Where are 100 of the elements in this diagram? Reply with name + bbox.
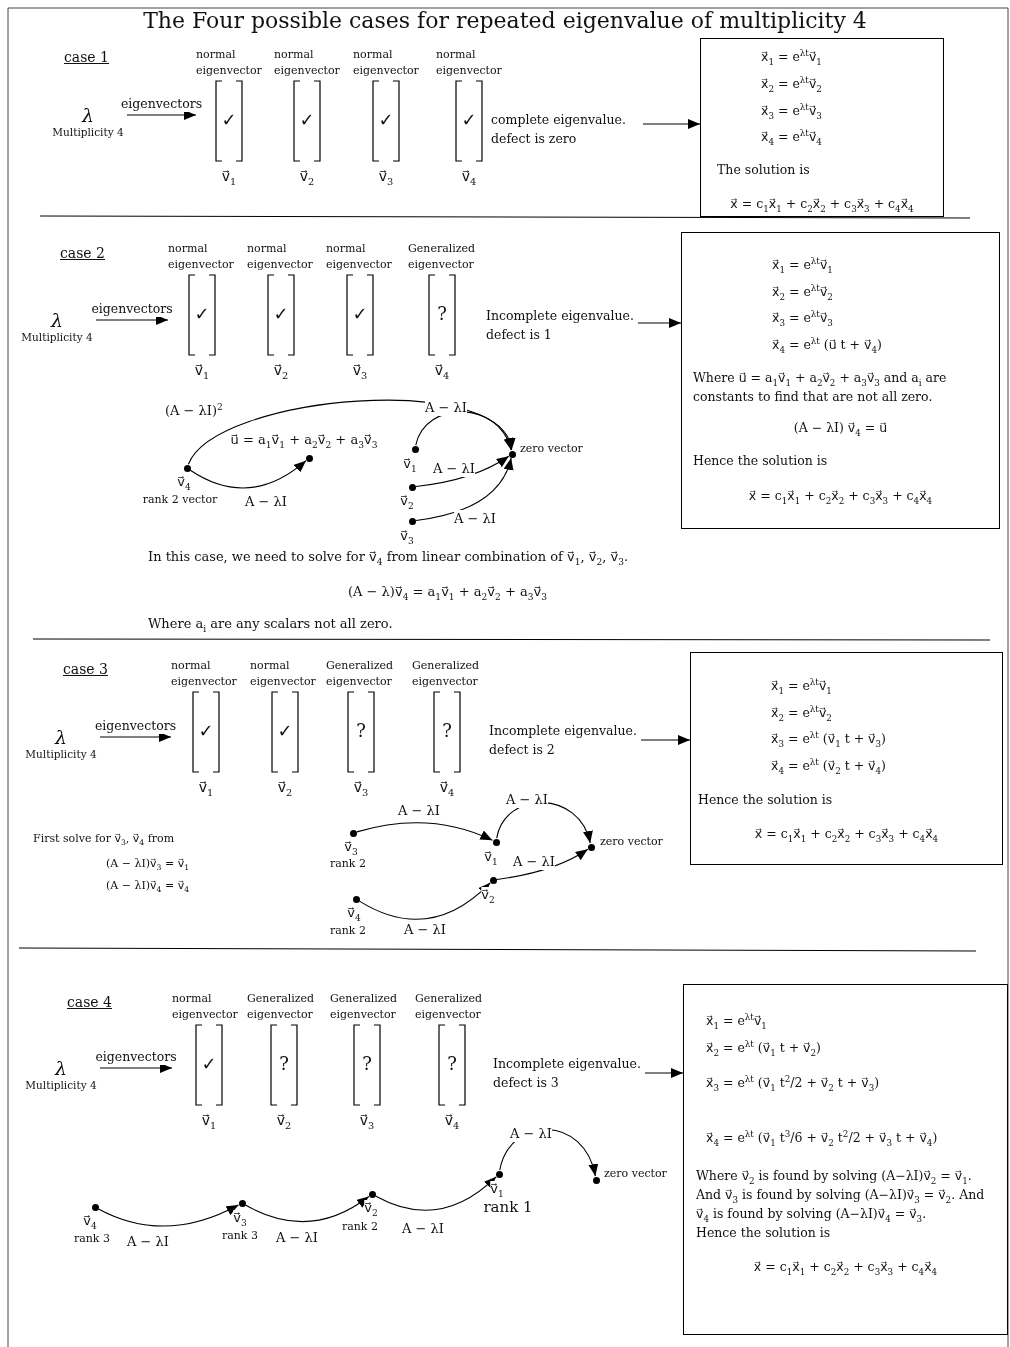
equation: x⃗$_{4}$ = e$^{λt}$ (u⃗ t + v⃗$_{4}$) (772, 335, 882, 355)
entry-symbol: ✓ (194, 303, 210, 325)
column-heading: normal eigenvector (326, 241, 393, 273)
column-heading: normal eigenvector (353, 47, 420, 79)
vector-label: v⃗$_{1}$ (198, 779, 214, 796)
vector-label: v⃗$_{2}$ (277, 779, 293, 796)
equation: x⃗$_{1}$ = e$^{λt}$v⃗$_{1}$ (772, 255, 833, 275)
vector-label: v⃗$_{2}$ (299, 168, 315, 185)
column-heading: Generalized eigenvector (408, 241, 477, 273)
equation: x⃗ = c$_{1}$x⃗$_{1}$ + c$_{2}$x⃗$_{2}$ + c$_{3}$x⃗$_{3}$ + c$_{4}$x⃗$_{4}$ (730, 195, 914, 214)
arrow (374, 1176, 497, 1211)
case-heading: case 4 (67, 993, 112, 1011)
vector-label: v⃗$_{2}$ (273, 362, 289, 379)
equation: x⃗$_{2}$ = e$^{λt}$v⃗$_{2}$ (772, 282, 833, 302)
edge-label: (A − λI)$^{2}$ (165, 402, 223, 419)
entry-symbol: ? (279, 1053, 289, 1075)
diagram-title: The Four possible cases for repeated eigenvalue of multiplicity 4 (143, 8, 867, 34)
point-dot (352, 895, 360, 903)
equation: x⃗$_{2}$ = e$^{λt}$ (v⃗$_{1}$ t + v⃗$_{2}$) (706, 1038, 821, 1058)
multiplicity-label: Multiplicity 4 (21, 330, 93, 344)
entry-symbol: ? (356, 720, 366, 742)
point-dot (183, 464, 191, 472)
edge-label: A − λI (506, 791, 548, 808)
body-text: The solution is (717, 161, 810, 179)
point-dot (368, 1190, 376, 1198)
edge-label: A − λI (425, 399, 467, 416)
point-dot (349, 829, 357, 837)
point-dot (411, 445, 419, 453)
column-heading: Generalized eigenvector (330, 991, 399, 1023)
point-label: v⃗$_{2}$ (400, 493, 414, 510)
point-label: v⃗$_{4}$ (347, 905, 361, 922)
vector-label: v⃗$_{3}$ (353, 779, 369, 796)
vector-label: v⃗$_{1}$ (201, 1112, 217, 1129)
column-heading: normal eigenvector (274, 47, 341, 79)
solution-box (681, 232, 1000, 529)
note-text: (A − λ)v⃗$_{4}$ = a$_{1}$v⃗$_{1}$ + a$_{2}$v⃗$_{2}$ + a$_{3}$v⃗$_{3}$ (348, 583, 548, 600)
status-text: Incomplete eigenvalue. defect is 2 (489, 721, 641, 759)
entry-symbol: ? (442, 720, 452, 742)
point-dot (587, 843, 595, 851)
equation: x⃗$_{4}$ = e$^{λt}$ (v⃗$_{2}$ t + v⃗$_{4}$) (771, 756, 886, 776)
arrow (189, 460, 307, 489)
arrow (187, 399, 513, 465)
point-label: v⃗$_{2}$ (364, 1200, 378, 1217)
case-heading: case 2 (60, 244, 105, 262)
solution-box (683, 984, 1008, 1335)
vector-label: v⃗$_{4}$ (439, 779, 455, 796)
equation: x⃗$_{4}$ = e$^{λt}$v⃗$_{4}$ (761, 127, 822, 147)
multiplicity-label: Multiplicity 4 (25, 747, 97, 761)
point-label: v⃗$_{1}$ (403, 456, 417, 473)
body-text: Where u⃗ = a$_{1}$v⃗$_{1}$ + a$_{2}$v⃗$_{2}$ + a$_{3}$v⃗$_{3}$ and a$_{i}$ are constants to find that are not all zero. (693, 369, 948, 406)
point-dot (408, 517, 416, 525)
point-dot (508, 450, 516, 458)
point-label: v⃗$_{3}$ (233, 1210, 247, 1227)
entry-symbol: ✓ (273, 303, 289, 325)
point-label: u⃗ = a$_{1}$v⃗$_{1}$ + a$_{2}$v⃗$_{2}$ + a$_{3}$v⃗$_{3}$ (230, 432, 378, 449)
solution-box (690, 652, 1003, 865)
arrow (358, 882, 491, 920)
status-text: complete eigenvalue. defect is zero (491, 110, 643, 148)
point-dot (592, 1176, 600, 1184)
point-dot (305, 454, 313, 462)
edge-label: eigenvectors (120, 95, 203, 112)
arrow (415, 455, 510, 488)
vector-label: v⃗$_{4}$ (444, 1112, 460, 1129)
entry-symbol: ? (447, 1053, 457, 1075)
equation: x⃗ = c$_{1}$x⃗$_{1}$ + c$_{2}$x⃗$_{2}$ + c$_{3}$x⃗$_{3}$ + c$_{4}$x⃗$_{4}$ (753, 1258, 938, 1277)
equation: x⃗$_{3}$ = e$^{λt}$v⃗$_{3}$ (772, 308, 833, 328)
point-dot (495, 1170, 503, 1178)
vector-label: v⃗$_{4}$ (434, 362, 450, 379)
vector-label: v⃗$_{3}$ (359, 1112, 375, 1129)
column-heading: Generalized eigenvector (412, 658, 481, 690)
arrow (415, 457, 513, 522)
case-heading: case 1 (64, 48, 109, 66)
vector-label: v⃗$_{2}$ (276, 1112, 292, 1129)
entry-symbol: ✓ (198, 720, 214, 742)
body-text: Hence the solution is (693, 452, 828, 470)
point-label: v⃗$_{3}$ (400, 528, 414, 545)
eigenvalue-symbol: λ (50, 310, 63, 330)
point-label: v⃗$_{4}$ (83, 1213, 97, 1230)
column-heading: normal eigenvector (168, 241, 235, 273)
equation: x⃗$_{2}$ = e$^{λt}$v⃗$_{2}$ (761, 74, 822, 94)
solution-box (700, 38, 944, 217)
column-heading: normal eigenvector (172, 991, 239, 1023)
point-label: v⃗$_{4}$ (177, 474, 191, 491)
point-dot (492, 838, 500, 846)
arrow (356, 822, 493, 841)
column-heading: normal eigenvector (247, 241, 314, 273)
entry-symbol: ✓ (378, 109, 394, 131)
body-text: Hence the solution is (698, 791, 833, 809)
vector-label: v⃗$_{1}$ (194, 362, 210, 379)
point-label: v⃗$_{2}$ (481, 887, 495, 904)
column-heading: normal eigenvector (171, 658, 238, 690)
column-heading: normal eigenvector (250, 658, 317, 690)
equation: x⃗$_{3}$ = e$^{λt}$ (v⃗$_{1}$ t$^{2}$/2 + v⃗$_{2}$ t + v⃗$_{3}$) (706, 1073, 880, 1093)
eigenvalue-symbol: λ (54, 727, 67, 747)
point-label: v⃗$_{1}$ (490, 1181, 504, 1198)
equation: x⃗$_{1}$ = e$^{λt}$v⃗$_{1}$ (706, 1011, 767, 1031)
arrow (99, 1063, 173, 1073)
arrow (640, 735, 691, 745)
point-dot (91, 1203, 99, 1211)
arrow (99, 732, 172, 742)
